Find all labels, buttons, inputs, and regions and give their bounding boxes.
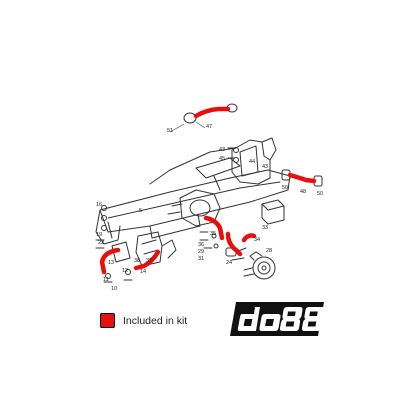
hose-right-lower [225,231,243,257]
pump-center [257,261,271,275]
part-number: 5 [139,208,142,214]
bolt [125,269,131,275]
do88-logo [230,302,325,336]
part-number: 10 [111,286,117,292]
part-number: 48 [300,189,306,195]
bolt [101,215,107,221]
part-number: 43 [219,147,225,153]
upper-link [195,157,241,179]
bolt [101,225,107,231]
hose-left-center [133,249,161,271]
part-number: 37 [146,258,152,264]
logo-letter [279,307,303,331]
pump-bolts [243,267,255,277]
bolt [101,205,107,211]
hose-upper [193,106,231,119]
bolt [213,243,219,249]
bolt-shaft [199,231,213,249]
bolt [211,233,217,239]
pump-housing [252,256,276,280]
hose-left [99,247,121,275]
legend-label: Included in kit [123,314,188,327]
part-number: 51 [167,128,173,134]
part-number: 29 [198,249,204,255]
part-number: 43 [262,164,268,170]
upper-link-stem [213,175,221,191]
pump-hub [243,251,276,280]
part-number: 11 [103,277,109,283]
left-lower-bracket [111,241,131,263]
housing-studs [167,203,183,215]
center-housing-cover [189,199,211,217]
mount-flange [261,137,277,161]
part-number: 36 [198,242,204,248]
crossmember-beam [99,169,291,233]
part-number: 50 [282,185,288,191]
part-number: 35 [210,231,216,237]
center-housing [179,189,221,227]
logo-letter [301,307,325,331]
beam-edge [107,181,281,219]
part-number: 28 [266,248,272,254]
rear-arm [169,147,237,171]
rear-arm-ext [149,169,171,185]
part-number: 47 [206,124,212,130]
lower-mount-ear [161,239,177,259]
part-number: 38 [134,258,140,264]
part-number: 14 [140,269,146,275]
hose-right-small [241,233,257,243]
part-number: 31 [198,256,204,262]
beam-lower [149,213,201,239]
left-bracket-rib [107,221,113,239]
right-block-top [261,203,285,211]
logo-letter [237,307,260,331]
part-number: 12 [122,268,128,274]
subframe [95,147,291,283]
part-number: 19 [96,232,102,238]
hose-center [203,215,225,241]
hose-clamp [183,112,197,124]
part-number: 16 [96,202,102,208]
lower-mount [135,231,163,267]
bolt [105,273,111,279]
legend: Included in kit [100,313,187,328]
bolt-shaft [103,279,133,283]
part-number-labels: 47 51 43 45 44 43 50 48 50 16 5 19 22 33… [96,124,323,292]
part-number: 13 [108,260,114,266]
part-number: 33 [262,225,268,231]
logo-letter [259,314,281,331]
bolt-shaft [95,239,105,249]
part-number: 24 [226,260,232,266]
pump-flange [249,251,263,261]
legend-swatch [100,313,115,328]
included-hoses [99,106,317,275]
left-bracket [95,209,121,245]
leader-line [169,121,206,133]
part-number: 45 [219,156,225,162]
lower-mount-rib [141,239,159,255]
hose-right [287,172,317,184]
part-number: 44 [249,159,255,165]
part-number: 50 [317,191,323,197]
part-number: 22 [98,240,104,246]
part-number: 34 [254,237,260,243]
right-block [261,199,285,225]
pump-shaft [261,265,267,271]
